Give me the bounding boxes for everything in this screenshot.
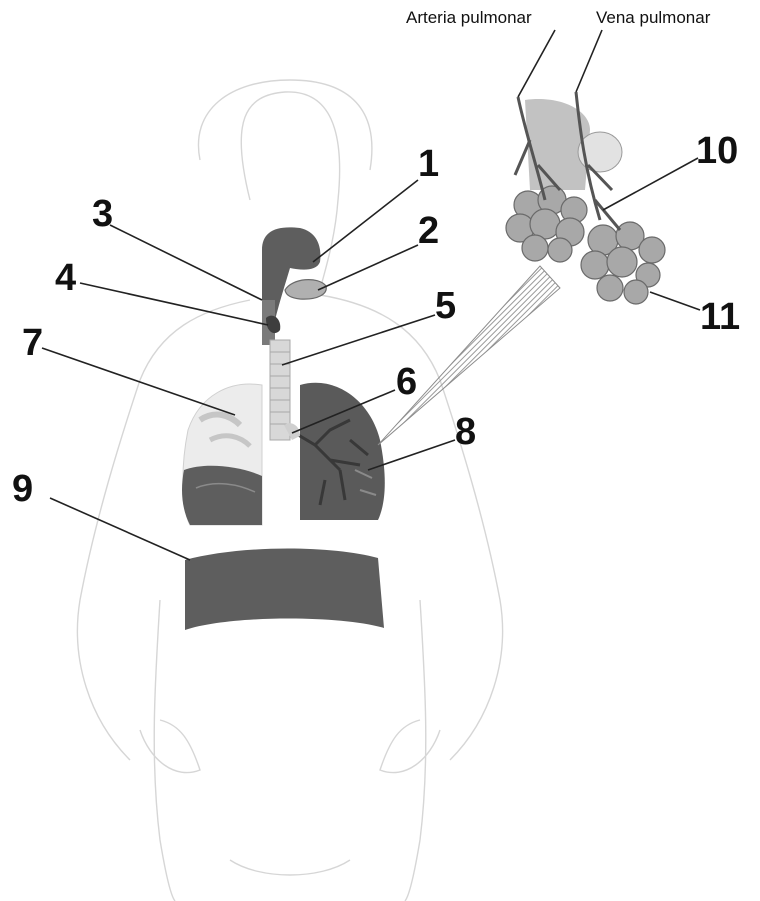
body-silhouette (77, 80, 502, 901)
callout-4: 4 (55, 257, 76, 299)
callout-7: 7 (22, 322, 43, 364)
callout-5: 5 (435, 285, 456, 327)
callout-9: 9 (12, 468, 33, 510)
vein-label: Vena pulmonar (596, 8, 711, 27)
callout-3: 3 (92, 193, 113, 235)
left-lung (284, 383, 385, 520)
alveoli-inset (506, 92, 665, 304)
alveolar-sac-left (506, 186, 587, 262)
callout-8: 8 (455, 411, 476, 453)
right-lung (182, 384, 262, 525)
callout-10: 10 (696, 130, 738, 172)
leader-2 (318, 245, 418, 290)
alveolar-sac-right (581, 222, 665, 304)
artery-label: Arteria pulmonar (406, 8, 532, 27)
leader-7 (42, 348, 235, 415)
leader-9 (50, 498, 190, 560)
upper-airway (262, 227, 326, 345)
lower-lobe (182, 466, 262, 525)
leader-10 (603, 158, 698, 210)
leader-vein (576, 30, 602, 92)
leader-5 (282, 315, 435, 365)
leader-artery (518, 30, 555, 97)
leader-3 (110, 225, 262, 300)
callout-1: 1 (418, 143, 439, 185)
diaphragm (185, 548, 384, 630)
callout-11: 11 (700, 296, 740, 338)
leader-11 (650, 292, 700, 310)
leader-1 (313, 180, 418, 262)
callout-2: 2 (418, 210, 439, 252)
callout-6: 6 (396, 361, 417, 403)
